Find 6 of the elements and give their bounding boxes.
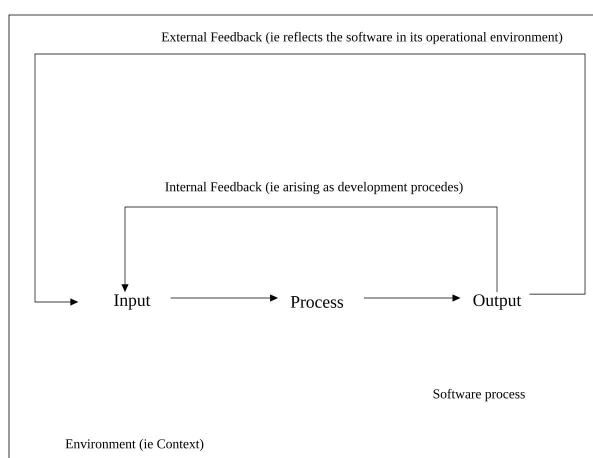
process-step: Process: [290, 296, 344, 308]
edge-label: Internal Feedback (ie arising as development procedes): [164, 180, 464, 196]
caption-text: Software process: [434, 388, 525, 402]
process-step: Input: [114, 294, 150, 310]
process-step: Output: [473, 294, 522, 310]
edge-label: External Feedback (ie reflects the software in its operational environment): [160, 30, 564, 46]
